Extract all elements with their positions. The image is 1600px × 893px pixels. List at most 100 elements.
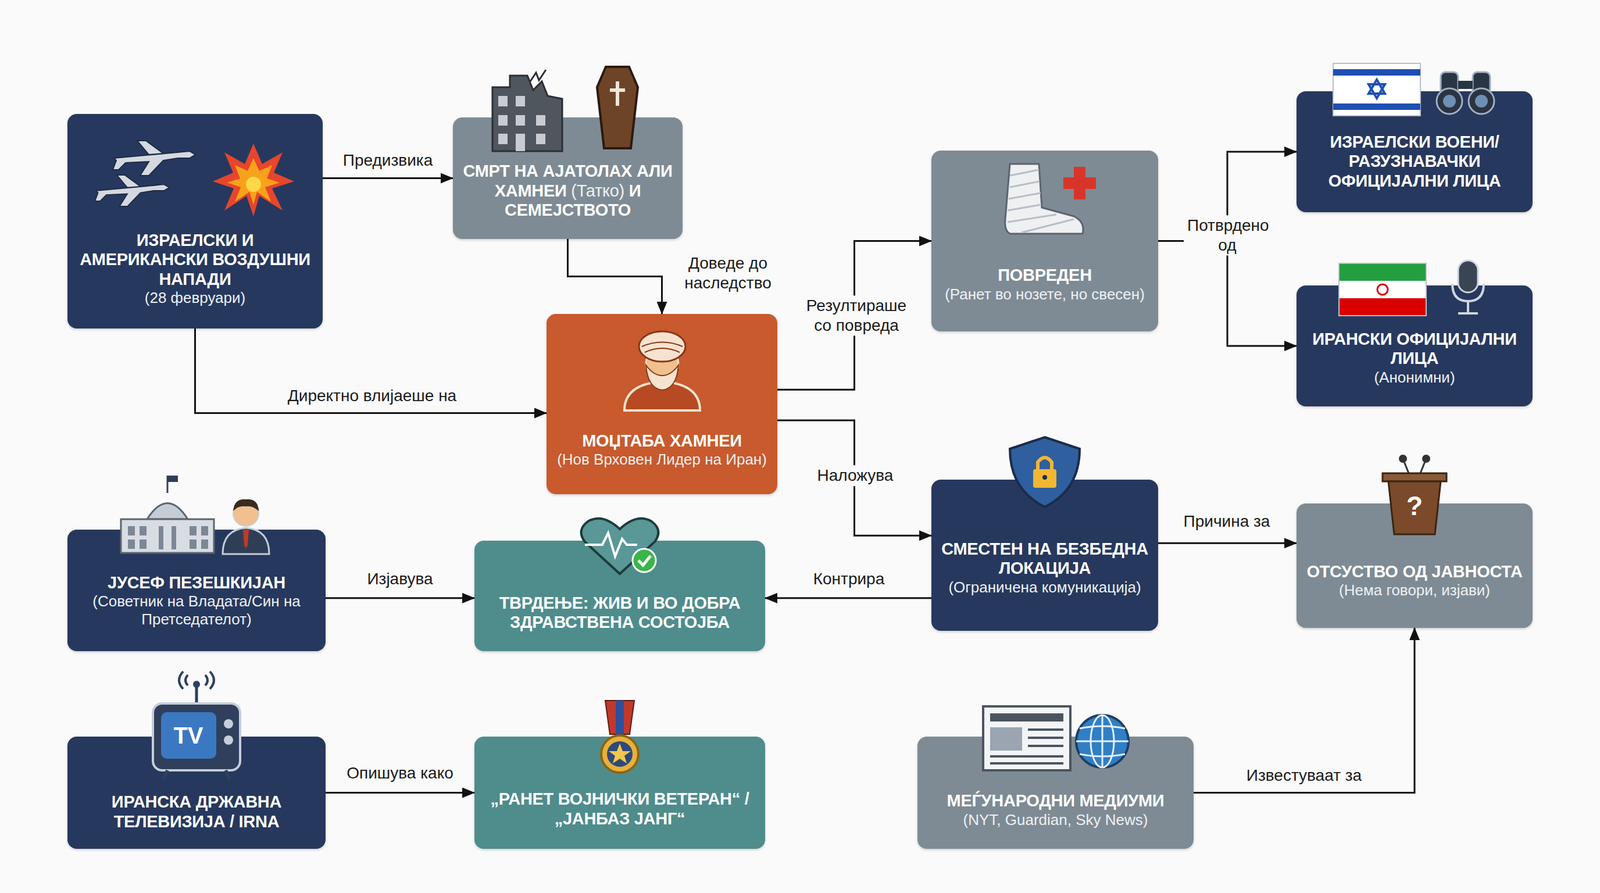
icon-part: [1422, 454, 1431, 463]
icon-part: [137, 140, 164, 155]
icon-part: [983, 706, 1071, 771]
status-box: ПОВРЕДЕН(Ранет во нозете, но свесен): [931, 150, 1159, 332]
icon-part: [581, 518, 659, 574]
source-box: ЈУСЕФ ПЕЗЕШКИЈАН(Советник на Владата/Син…: [67, 529, 326, 652]
icon-part: [171, 526, 177, 550]
government-icon: [115, 472, 278, 555]
box-title: МОЏТАБА ХАМНЕИ: [581, 431, 742, 451]
icon-part: [608, 743, 631, 764]
icon-part: [94, 140, 196, 207]
icon-part: [1033, 469, 1057, 488]
icon-part: [536, 133, 546, 145]
icon-part: [1333, 63, 1421, 116]
icon-part: [1333, 103, 1421, 110]
icon-part: [498, 95, 508, 107]
icon-part: [530, 69, 546, 82]
icon-part: [139, 539, 147, 549]
flow-arrow: [1193, 627, 1415, 794]
icon-part: [112, 140, 196, 176]
icon-part: [233, 499, 259, 512]
icon-part: [1007, 214, 1057, 223]
icon-part: [243, 529, 249, 549]
flag-mic-icon: [1336, 257, 1494, 316]
box-title: ИЗРАЕЛСКИ ВОЕНИ/РАЗУЗНАВАЧКИ ОФИЦИЈАЛНИ …: [1305, 132, 1524, 191]
box-title: ТВРДЕЊЕ: ЖИВ И ВО ДОБРА ЗДРАВСТВЕНА СОСТ…: [483, 593, 756, 633]
icon-part: [601, 735, 639, 773]
icon-part: [152, 703, 241, 771]
box-subtitle: (Нов Врховен Лидер на Иран): [556, 450, 767, 469]
icon-part: [1468, 88, 1495, 114]
edge-label: Предизвика: [339, 150, 437, 171]
icon-part: [1076, 715, 1129, 768]
box-title: ЈУСЕФ ПЕЗЕШКИЈАН: [107, 573, 286, 593]
icon-part: [990, 755, 1064, 758]
flow-arrow: [1158, 241, 1297, 347]
icon-part: [112, 151, 196, 176]
status-box: СМЕСТЕН НА БЕЗБЕДНА ЛОКАЦИЈА(Ограничена …: [931, 479, 1159, 631]
icon-part: [127, 539, 135, 549]
icon-part: [161, 712, 217, 759]
icon-part: [515, 115, 525, 126]
edge-label: Наложува: [813, 465, 898, 487]
airstrike-icon: [84, 129, 306, 217]
edge-label: Известуваат за: [1243, 765, 1366, 787]
box-subtitle: (Ранет во нозете, но свесен): [944, 285, 1145, 304]
icon-part: [1007, 204, 1042, 211]
icon-part: [609, 88, 625, 92]
icon-part: [1452, 283, 1484, 314]
icon-part: [498, 133, 508, 145]
icon-part: [1021, 219, 1074, 233]
icon-part: [597, 66, 638, 149]
source-box: ИРАНСКИ ОФИЦИЈАЛНИ ЛИЦА(Анонимни): [1296, 285, 1533, 407]
icon-part: [223, 735, 234, 745]
icon-part: [990, 729, 1064, 764]
box-title: ИРАНСКА ДРЖАВНА ТЕЛЕВИЗИЈА / IRNA: [76, 792, 317, 832]
icon-part: [189, 526, 197, 536]
edge-label: Потврдено од: [1183, 215, 1271, 256]
icon-part: [94, 175, 170, 207]
edge-label: Изјавува: [363, 568, 437, 590]
icon-part: [638, 555, 651, 566]
icon-part: [201, 539, 209, 549]
flow-arrow: [1158, 542, 1297, 545]
box-title: ИРАНСКИ ОФИЦИЈАЛНИ ЛИЦА: [1305, 329, 1524, 369]
icon-part: [1458, 260, 1478, 293]
tv-screen-text: TV: [173, 723, 203, 748]
flow-arrow: [765, 597, 932, 599]
edge-label: Контрира: [809, 568, 889, 590]
box-title: СМЕСТЕН НА БЕЗБЕДНА ЛОКАЦИЈА: [940, 539, 1149, 579]
icon-part: [127, 526, 209, 550]
icon-part: [167, 475, 178, 482]
claim-box: ТВРДЕЊЕ: ЖИВ И ВО ДОБРА ЗДРАВСТВЕНА СОСТ…: [474, 540, 766, 652]
icon-part: [1037, 457, 1052, 471]
icon-part: [645, 365, 679, 391]
box-subtitle: (Нема говори, изјави): [1338, 581, 1491, 600]
icon-part: [1076, 740, 1129, 743]
icon-part: [1475, 94, 1488, 108]
icon-part: [1338, 263, 1427, 281]
flow-arrow: [325, 597, 475, 599]
icon-part: [1076, 715, 1129, 768]
edge-label: Причина за: [1180, 511, 1274, 532]
icon-part: [158, 526, 164, 550]
icon-part: [515, 95, 525, 107]
icon-part: [990, 727, 1023, 751]
edge-label: Опишува како: [343, 762, 457, 784]
event-box: СМРТ НА АЈАТОЛАХ АЛИ ХАМНЕИ (Татко) И СЕ…: [452, 117, 683, 239]
box-subtitle: (NYT, Guardian, Sky News): [963, 811, 1149, 830]
ruin-coffin-icon: [480, 63, 656, 152]
medal-icon: [593, 700, 646, 775]
icon-part: [536, 115, 546, 126]
box-note: (Татко): [570, 181, 625, 200]
icon-part: [189, 539, 197, 549]
icon-part: [163, 770, 168, 780]
status-box: ОТСУСТВО ОД ЈАВНОСТА(Нема говори, изјави…: [1296, 503, 1533, 628]
icon-part: [201, 526, 209, 536]
flow-arrow: [195, 328, 548, 414]
icon-part: [990, 713, 1064, 722]
icon-part: [1368, 84, 1385, 99]
icon-part: [147, 503, 188, 520]
box-title: ИЗРАЕЛСКИ И АМЕРИКАНСКИ ВОЗДУШНИ НАПАДИ: [76, 230, 314, 289]
